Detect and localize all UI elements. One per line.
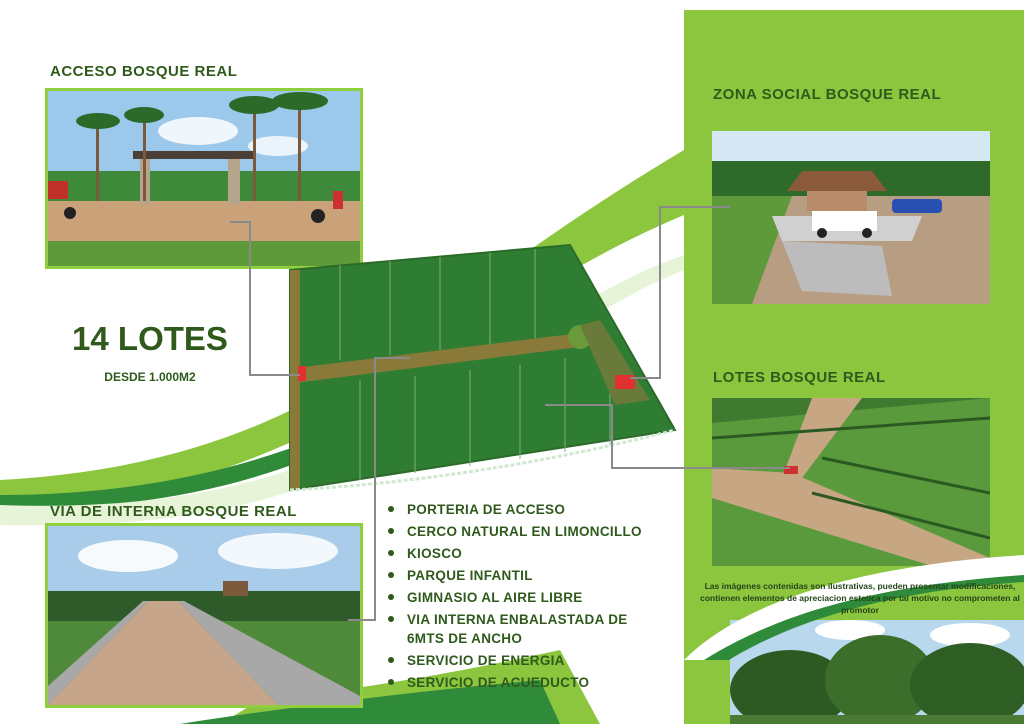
feature-text: PORTERIA DE ACCESO <box>407 502 566 517</box>
features-list: PORTERIA DE ACCESO CERCO NATURAL EN LIMO… <box>385 500 645 695</box>
zona-social-photo <box>712 131 990 304</box>
acceso-photo <box>45 88 363 269</box>
heading-via-interna: VIA DE INTERNA BOSQUE REAL <box>50 503 297 520</box>
site-plan-graphic <box>289 243 677 492</box>
feature-item: PARQUE INFANTIL <box>385 566 645 585</box>
lotes-photo <box>712 398 990 566</box>
panel-white-swoosh <box>684 555 1024 660</box>
bullet-icon <box>388 572 394 578</box>
feature-text: SERVICIO DE ENERGIA <box>407 653 565 668</box>
heading-lotes: LOTES BOSQUE REAL <box>713 369 886 386</box>
disclaimer-text: Las imágenes contenidas son ilustrativas… <box>700 581 1020 615</box>
feature-text: PARQUE INFANTIL <box>407 568 533 583</box>
feature-text: VIA INTERNA ENBALASTADA DE 6MTS DE ANCHO <box>407 612 628 646</box>
feature-item: KIOSCO <box>385 544 645 563</box>
feature-text: CERCO NATURAL EN LIMONCILLO <box>407 524 642 539</box>
feature-text: KIOSCO <box>407 546 463 561</box>
heading-zona-social: ZONA SOCIAL BOSQUE REAL <box>713 86 942 103</box>
bullet-icon <box>388 594 394 600</box>
feature-item: SERVICIO DE ACUEDUCTO <box>385 673 645 692</box>
feature-text: GIMNASIO AL AIRE LIBRE <box>407 590 583 605</box>
bullet-icon <box>388 616 394 622</box>
lots-size: DESDE 1.000M2 <box>104 370 196 384</box>
bullet-icon <box>388 528 394 534</box>
feature-text: SERVICIO DE ACUEDUCTO <box>407 675 590 690</box>
feature-item: CERCO NATURAL EN LIMONCILLO <box>385 522 645 541</box>
heading-acceso: ACCESO BOSQUE REAL <box>50 63 238 80</box>
bullet-icon <box>388 657 394 663</box>
bullet-icon <box>388 506 394 512</box>
lots-count: 14 LOTES <box>72 320 228 357</box>
bullet-icon <box>388 550 394 556</box>
feature-item: PORTERIA DE ACCESO <box>385 500 645 519</box>
feature-item: GIMNASIO AL AIRE LIBRE <box>385 588 645 607</box>
feature-item: VIA INTERNA ENBALASTADA DE 6MTS DE ANCHO <box>385 610 645 648</box>
bosque-photo <box>730 620 1024 724</box>
via-interna-photo <box>45 523 363 708</box>
feature-item: SERVICIO DE ENERGIA <box>385 651 645 670</box>
bullet-icon <box>388 679 394 685</box>
